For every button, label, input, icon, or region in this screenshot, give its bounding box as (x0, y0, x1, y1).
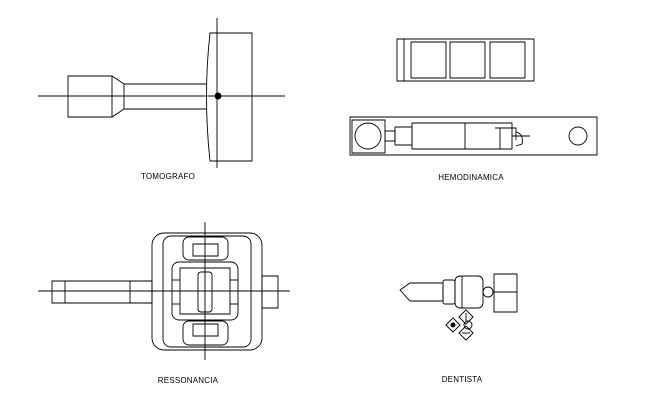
hemodinamica-block: HEMODINAMICA (350, 39, 597, 182)
ressonancia-coil-top (183, 237, 228, 260)
tomografo-label: TOMOGRAFO (141, 172, 195, 181)
tomografo-isocenter (215, 93, 221, 99)
ressonancia-bore-inner (180, 268, 230, 314)
ressonancia-label: RESSONANCIA (158, 376, 219, 385)
dentista-chair-backrest (455, 276, 483, 308)
ressonancia-coil-top-inner (193, 244, 218, 256)
tomografo-couch (68, 76, 124, 117)
hemodinamica-neck (385, 131, 395, 141)
hemodinamica-table (350, 117, 597, 155)
dentista-console (494, 274, 517, 312)
ressonancia-magnet-outer (152, 233, 262, 350)
hemodinamica-panel-frame (397, 39, 534, 81)
dentista-chair-seat (443, 280, 455, 304)
ressonancia-magnet-inner (163, 236, 251, 347)
dentista-chair-footrest (400, 283, 443, 301)
dentista-label: DENTISTA (442, 375, 483, 384)
hemodinamica-label: HEMODINAMICA (438, 173, 504, 182)
ressonancia-coil-bottom (183, 321, 228, 345)
tomografo-block: TOMOGRAFO (38, 18, 285, 181)
hemodinamica-column (395, 127, 412, 145)
hemodinamica-head-circle (569, 127, 587, 145)
ressonancia-coil-bottom-inner (193, 324, 218, 336)
ressonancia-bore (172, 262, 238, 320)
tomografo-gantry (207, 33, 253, 161)
ressonancia-patient-slot (198, 272, 212, 312)
ressonancia-rear-box (262, 276, 278, 308)
dentista-headrest (483, 287, 493, 297)
hemodinamica-round-left (355, 123, 381, 149)
hemodinamica-couch (412, 123, 512, 149)
tomografo-couch-rail (124, 84, 206, 109)
dentista-instrument-tray (446, 310, 473, 340)
ressonancia-couch (52, 281, 152, 303)
dentista-block: DENTISTA (400, 274, 517, 384)
hemodinamica-base-left (352, 120, 385, 153)
ressonancia-block: RESSONANCIA (38, 222, 290, 385)
hemodinamica-c-arm (495, 128, 522, 149)
